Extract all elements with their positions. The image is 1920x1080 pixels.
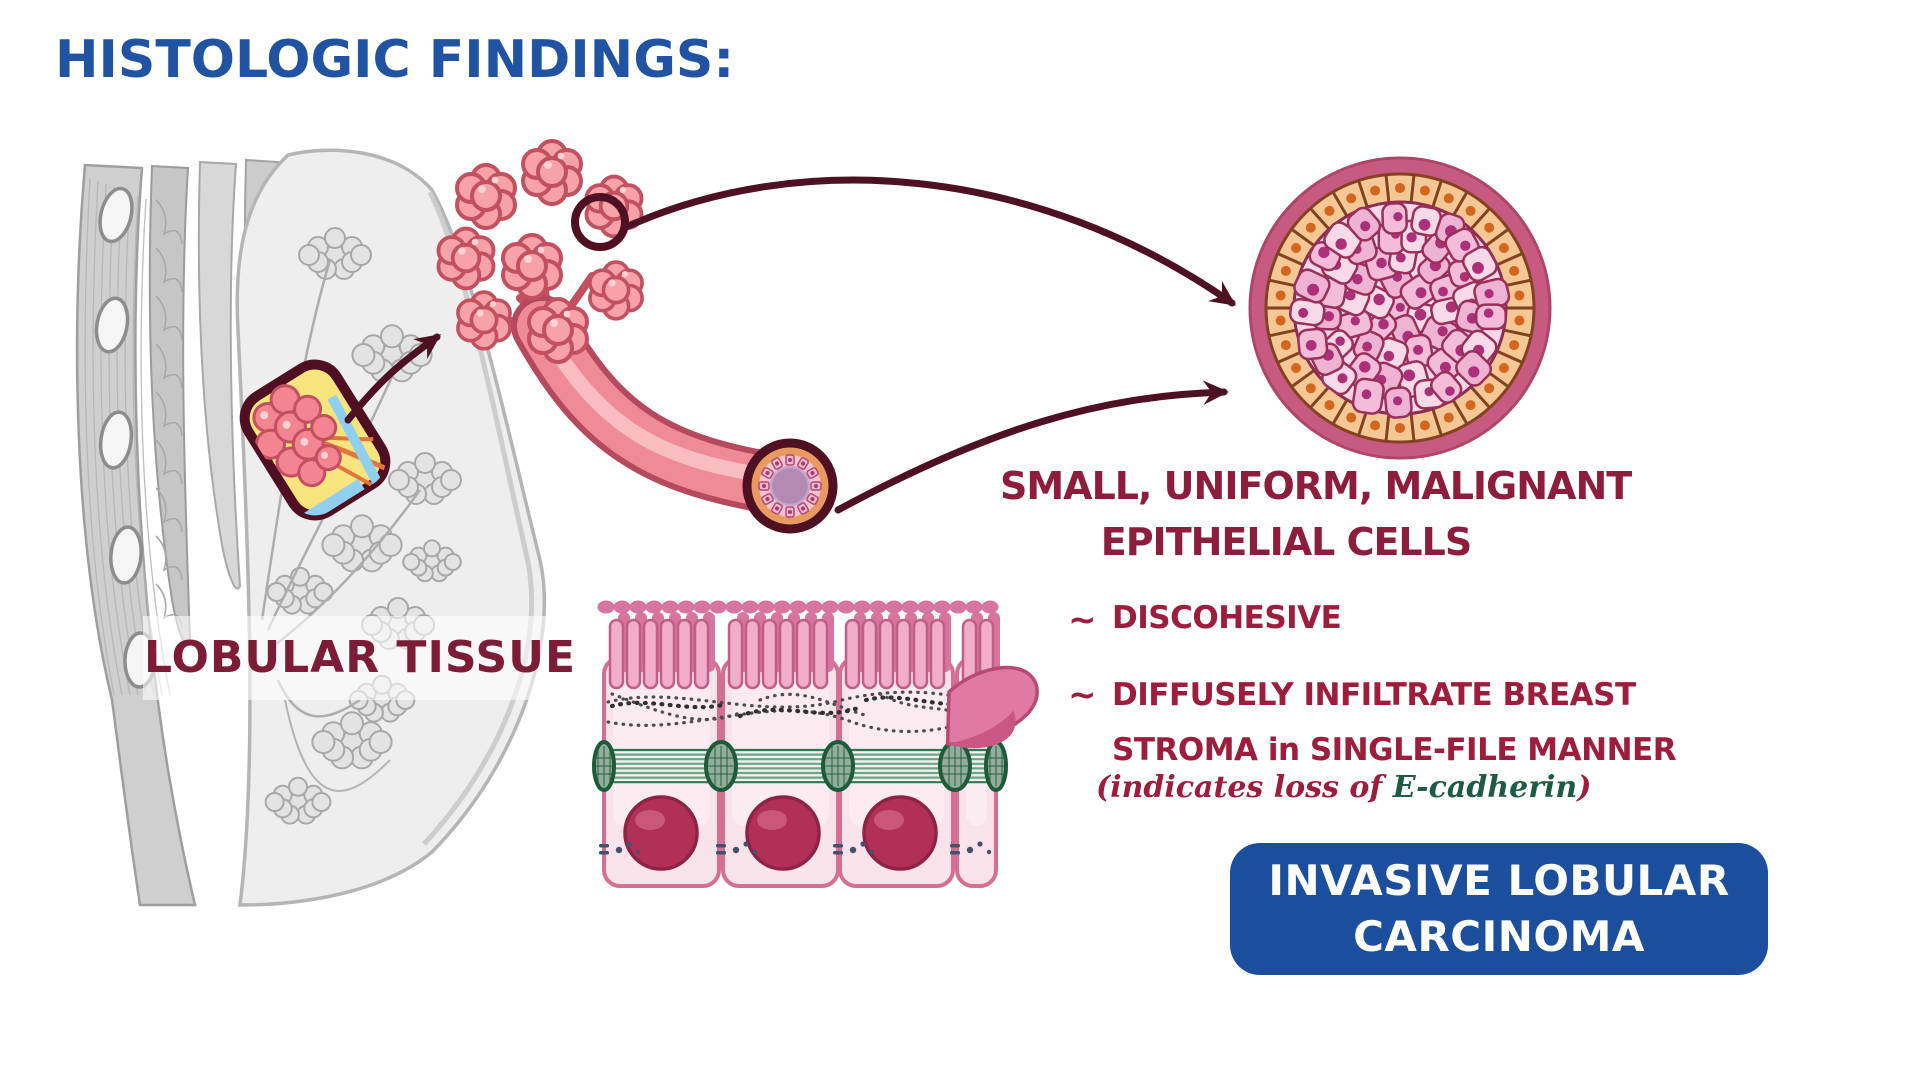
- lobule-and-duct-illustration: [436, 139, 838, 534]
- finding-heading: SMALL, UNIFORM, MALIGNANT EPITHELIAL CEL…: [1000, 458, 1632, 570]
- page-title: HISTOLOGIC FINDINGS:: [55, 30, 735, 90]
- note-prefix: (indicates loss of: [1096, 770, 1393, 805]
- finding-heading-line2: EPITHELIAL CELLS: [1100, 520, 1472, 564]
- finding-note: (indicates loss of E-cadherin): [1096, 770, 1591, 805]
- diagnosis-line1: INVASIVE LOBULAR: [1268, 856, 1730, 905]
- lobule-acini-cluster: [436, 139, 644, 364]
- diagnosis-line2: CARCINOMA: [1353, 912, 1645, 961]
- e-cadherin-junction-band: [602, 748, 996, 784]
- finding-heading-line1: SMALL, UNIFORM, MALIGNANT: [1000, 464, 1632, 508]
- magnifier-circle-acinus: [571, 193, 629, 251]
- arrow-lesion-to-lobule: [344, 333, 441, 424]
- diagnosis-box: INVASIVE LOBULAR CARCINOMA: [1230, 843, 1768, 975]
- adherens-junctions: [592, 740, 1008, 792]
- arrow-acinus-to-histology: [620, 176, 1237, 307]
- arrows: [344, 176, 1237, 514]
- bullet-text: DIFFUSELY INFILTRATE BREAST STROMA in SI…: [1112, 677, 1677, 768]
- finding-bullet-discohesive: ~ DISCOHESIVE: [1068, 600, 1342, 640]
- tilde-bullet-icon: ~: [1068, 600, 1097, 640]
- note-e-cadherin: E-cadherin: [1392, 770, 1578, 805]
- microvilli: [608, 612, 1000, 690]
- duct-cross-section: [742, 438, 838, 534]
- desmosome-dots: [599, 841, 992, 855]
- bullet-text: DISCOHESIVE: [1112, 600, 1342, 636]
- membrane-flap: [945, 665, 1039, 749]
- epithelial-cells-illustration: [592, 600, 1039, 888]
- lesion-callout: [239, 359, 392, 526]
- lobular-tissue-label: LOBULAR TISSUE: [143, 616, 577, 700]
- histology-acinus-circle: [1248, 156, 1552, 460]
- myoepithelial-cell-ring: [1266, 174, 1534, 442]
- malignant-epithelial-cells: [1288, 202, 1511, 419]
- arrow-duct-to-histology: [834, 380, 1229, 514]
- note-suffix: ): [1577, 770, 1592, 805]
- finding-bullet-infiltrate: ~ DIFFUSELY INFILTRATE BREAST STROMA in …: [1068, 668, 1677, 778]
- cell-nuclei: [623, 795, 938, 871]
- tilde-bullet-icon: ~: [1068, 675, 1097, 715]
- breast-cross-section-illustration: [75, 148, 547, 907]
- rib-cross-sections: [94, 186, 157, 689]
